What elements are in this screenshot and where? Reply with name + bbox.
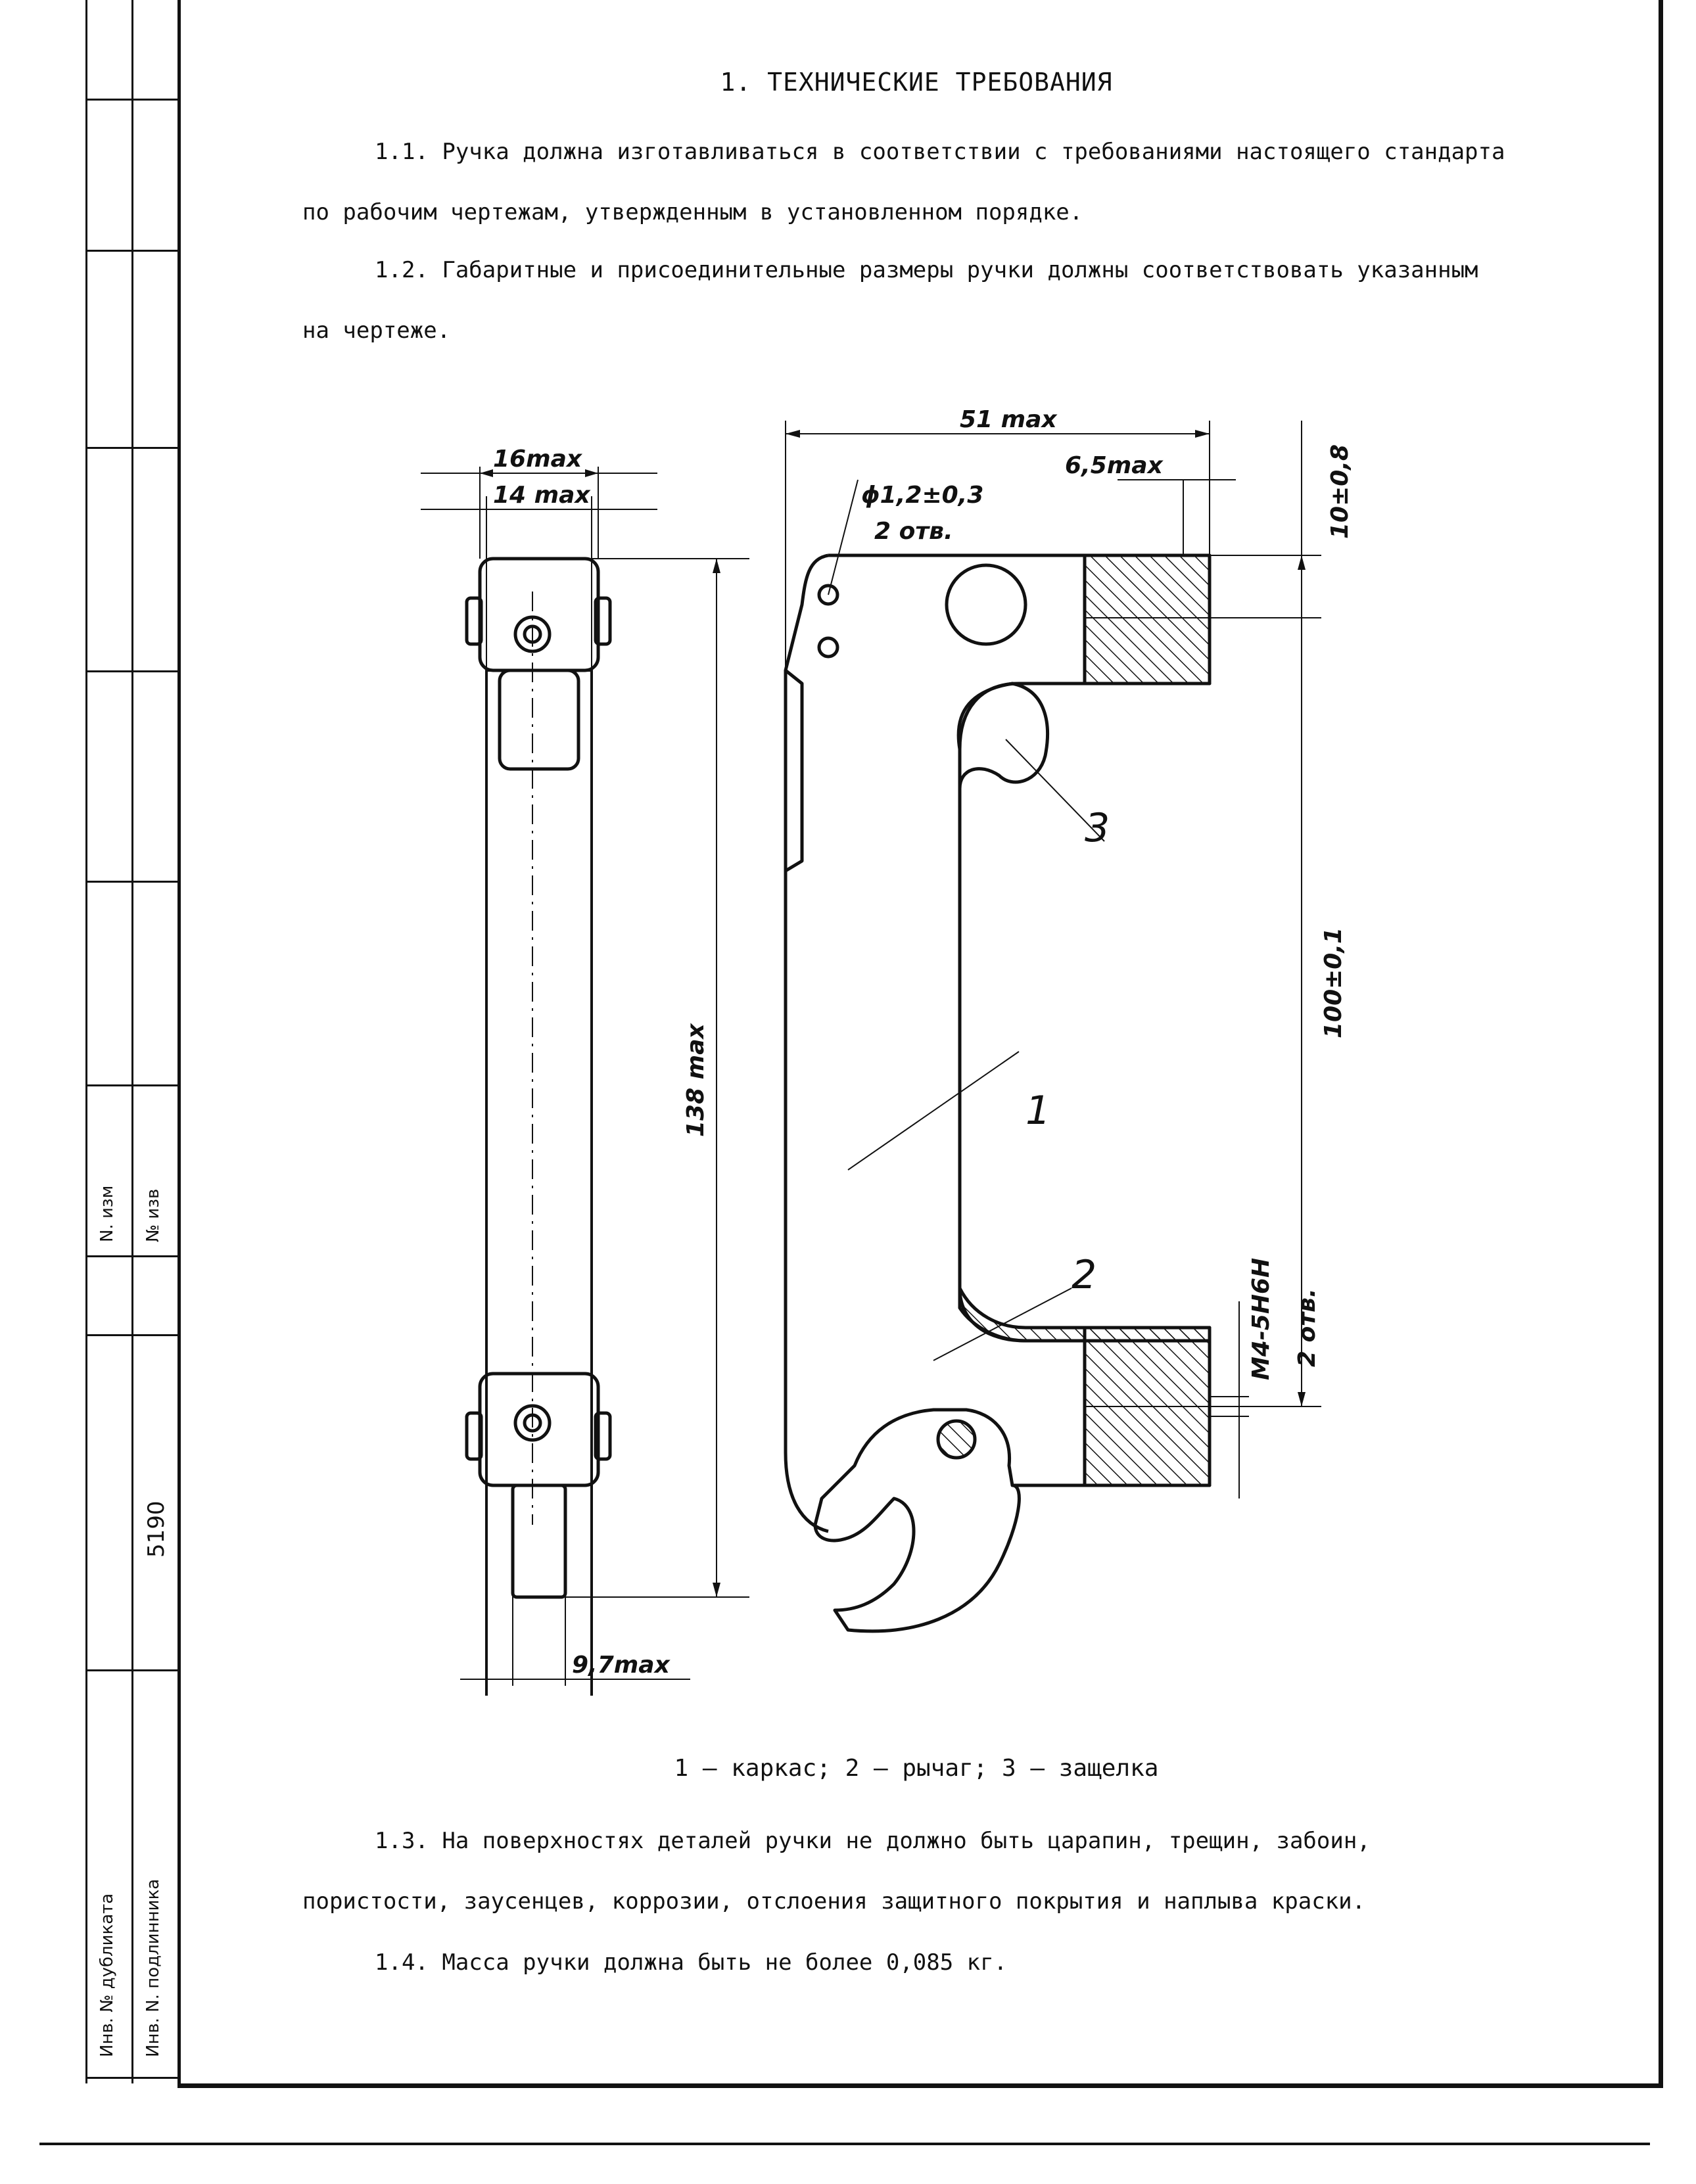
dim-hole-diameter: ϕ1,2±0,3 bbox=[861, 482, 983, 509]
side-view bbox=[465, 557, 612, 1696]
dim-thread-count: 2 отв. bbox=[1294, 1288, 1321, 1367]
dim-hole-count: 2 отв. bbox=[874, 518, 953, 545]
izv-label: № изв bbox=[143, 1188, 163, 1242]
original-number: 5190 bbox=[143, 1500, 170, 1558]
dim-10: 10±0,8 bbox=[1327, 444, 1354, 539]
handle-drawing: 16max 14 max 138 max 9,7max 51 max 6,5ma… bbox=[421, 406, 1354, 1696]
front-view-dims bbox=[785, 421, 1321, 1499]
side-stamp-strip: N. изм № изв Инв. № дубликата Инв. N. по… bbox=[85, 0, 177, 2083]
paragraph-1-3-text: 1.3. На поверхностях деталей ручки не до… bbox=[302, 1828, 1371, 1915]
dim-9-7max: 9,7max bbox=[572, 1652, 671, 1679]
front-view bbox=[784, 553, 1212, 1633]
paragraph-1-1: 1.1. Ручка должна изготавливаться в соот… bbox=[302, 122, 1512, 243]
paragraph-1-4: 1.4. Масса ручки должна быть не более 0,… bbox=[302, 1932, 1512, 1993]
leader-part-1: 1 bbox=[1025, 1088, 1050, 1134]
sheet-frame bbox=[177, 0, 1663, 2088]
dim-6-5max: 6,5max bbox=[1065, 452, 1164, 479]
dim-14max: 14 max bbox=[493, 482, 591, 509]
drawing-caption: 1 – каркас; 2 – рычаг; 3 – защелка bbox=[674, 1755, 1159, 1782]
izm-label: N. изм bbox=[97, 1185, 117, 1242]
dim-thread: М4-5Н6Н bbox=[1248, 1258, 1275, 1380]
paragraph-1-2-text: 1.2. Габаритные и присоединительные разм… bbox=[302, 257, 1478, 344]
paragraph-1-2: 1.2. Габаритные и присоединительные разм… bbox=[302, 240, 1512, 361]
side-view-dims bbox=[421, 467, 749, 1686]
original-label: Инв. N. подлинника bbox=[143, 1878, 163, 2057]
dim-51max: 51 max bbox=[960, 406, 1058, 433]
dim-138max: 138 max bbox=[682, 1023, 709, 1137]
leader-part-3: 3 bbox=[1085, 805, 1110, 851]
leader-part-2: 2 bbox=[1072, 1252, 1096, 1298]
dim-16max: 16max bbox=[493, 446, 583, 473]
paragraph-1-3: 1.3. На поверхностях деталей ручки не до… bbox=[302, 1811, 1512, 1932]
section-title: 1. ТЕХНИЧЕСКИЕ ТРЕБОВАНИЯ bbox=[720, 68, 1113, 97]
paragraph-1-4-text: 1.4. Масса ручки должна быть не более 0,… bbox=[375, 1949, 1008, 1976]
bottom-rule bbox=[39, 2143, 1650, 2145]
paragraph-1-1-text: 1.1. Ручка должна изготавливаться в соот… bbox=[302, 139, 1505, 225]
dim-100: 100±0,1 bbox=[1320, 927, 1347, 1038]
duplicate-label: Инв. № дубликата bbox=[97, 1893, 117, 2057]
